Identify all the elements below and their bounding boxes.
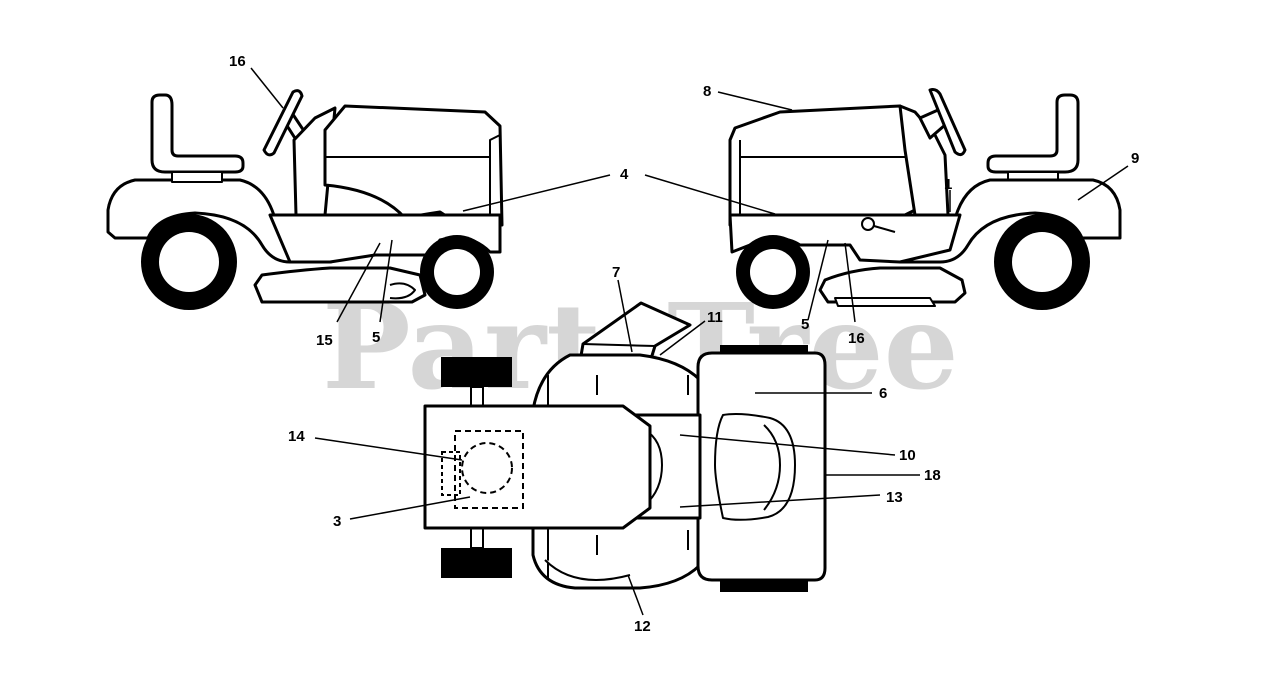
callout-4: 4 — [620, 166, 629, 183]
leader-right-4 — [644, 174, 776, 215]
leader-left-5 — [379, 239, 393, 323]
callout-labels: 16 4 15 5 8 9 1 5 16 7 11 6 14 10 18 3 1… — [229, 53, 1139, 635]
callout-top-11: 11 — [707, 309, 723, 326]
leader-lines — [250, 67, 1129, 616]
leader-top-13 — [679, 494, 881, 508]
leader-top-3 — [349, 496, 471, 520]
right-key-stem — [873, 225, 896, 233]
left-seat — [150, 93, 245, 174]
right-hood — [728, 104, 927, 227]
right-rear-hub — [1012, 232, 1072, 292]
callout-left-5: 5 — [372, 329, 380, 346]
top-hood — [423, 404, 652, 530]
top-plate-fold — [582, 343, 656, 347]
left-side-view-tractor — [106, 89, 504, 310]
leader-left-16 — [250, 67, 284, 109]
leader-right-9 — [1077, 165, 1129, 201]
leader-top-10 — [679, 434, 896, 456]
callout-right-5: 5 — [801, 316, 809, 333]
right-mower-deck — [818, 266, 967, 304]
top-seat-back — [763, 424, 781, 511]
callout-top-10: 10 — [899, 447, 916, 464]
callout-right-16: 16 — [848, 330, 865, 347]
left-hood-line — [325, 134, 501, 158]
top-front-bumper — [544, 559, 631, 581]
leader-top-14 — [314, 437, 463, 461]
callout-top-3: 3 — [333, 513, 341, 530]
top-hood-dashed-decal — [454, 430, 524, 509]
callout-right-8: 8 — [703, 83, 711, 100]
callout-left-15: 15 — [316, 332, 333, 349]
right-rear-fender — [898, 178, 1122, 264]
leader-top-7 — [617, 279, 633, 353]
leader-right-8 — [717, 91, 793, 111]
right-side-view-tractor — [728, 88, 1122, 310]
top-front-axle-lower — [470, 527, 484, 549]
callout-right-9: 9 — [1131, 150, 1139, 167]
leader-right-5 — [807, 239, 829, 321]
right-steering-wheel — [928, 88, 967, 157]
leader-left-4 — [462, 174, 611, 212]
callout-top-7: 7 — [612, 264, 620, 281]
top-hood-dashed-circle — [461, 442, 513, 494]
left-deck-chute — [389, 282, 416, 300]
leader-left-15 — [336, 242, 381, 323]
leader-top-12 — [627, 574, 644, 616]
top-front-axle-upper — [470, 386, 484, 408]
right-seat — [986, 93, 1080, 174]
left-rear-fender — [106, 178, 382, 264]
top-view-tractor — [423, 301, 827, 592]
callout-top-13: 13 — [886, 489, 903, 506]
callout-top-18: 18 — [924, 467, 941, 484]
top-front-left-tire — [441, 357, 512, 387]
right-front-hub — [750, 249, 796, 295]
right-dash — [898, 104, 950, 217]
callout-left-16: 16 — [229, 53, 246, 70]
left-seat-base — [171, 171, 223, 183]
left-steering-wheel — [262, 89, 304, 157]
top-front-right-tire — [441, 548, 512, 578]
callout-top-12: 12 — [634, 618, 651, 635]
right-deck-chute — [834, 297, 936, 307]
callout-top-6: 6 — [879, 385, 887, 402]
left-mower-deck — [253, 266, 427, 304]
leader-right-16 — [844, 242, 856, 323]
callout-top-14: 14 — [288, 428, 305, 445]
left-front-hub — [434, 249, 480, 295]
callout-right-1: 1 — [944, 176, 952, 193]
right-key — [861, 217, 875, 231]
leader-top-11 — [659, 320, 706, 356]
left-rear-hub — [159, 232, 219, 292]
top-hood-dashed-tab — [441, 451, 461, 496]
left-hood — [323, 104, 504, 227]
